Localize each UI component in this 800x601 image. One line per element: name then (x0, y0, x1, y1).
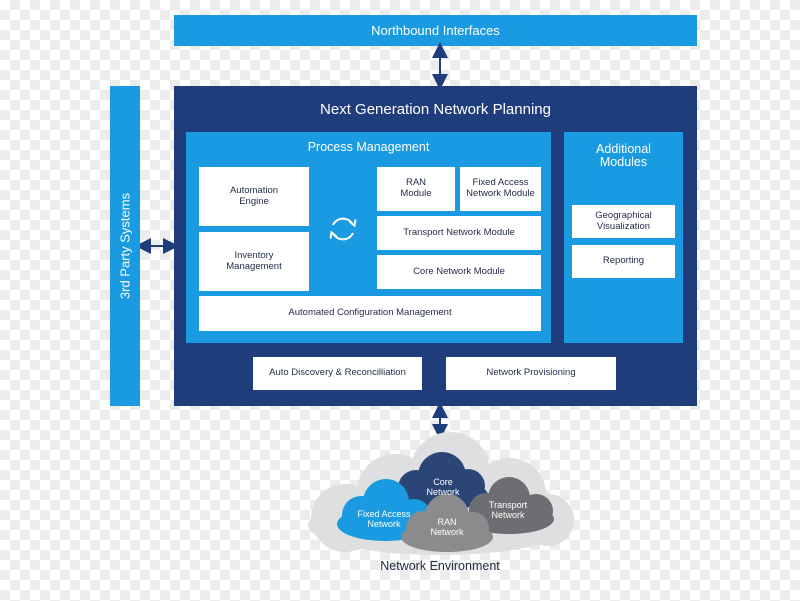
transport-module-label: Transport Network Module (403, 226, 515, 238)
auto-discovery-box: Auto Discovery & Reconcilliation (253, 357, 422, 390)
transport-network-label: Transport Network (488, 499, 528, 520)
reporting-box: Reporting (572, 245, 675, 278)
ngnp-title: Next Generation Network Planning (320, 100, 551, 118)
automation-engine-label: Automation Engine (229, 184, 279, 207)
ran-network-cloud-shape (401, 494, 493, 552)
ran-module-box: RAN Module (377, 167, 455, 211)
transport-module-box: Transport Network Module (377, 216, 541, 250)
fixed-access-module-box: Fixed Access Network Module (460, 167, 541, 211)
process-management-title: Process Management (307, 140, 430, 154)
automated-config-box: Automated Configuration Management (199, 296, 541, 331)
core-module-label: Core Network Module (413, 265, 505, 277)
reporting-label: Reporting (602, 255, 645, 267)
automated-config-label: Automated Configuration Management (288, 307, 452, 319)
network-environment-cloud (308, 432, 574, 555)
ran-module-label: RAN Module (400, 177, 432, 199)
ran-network-label: RAN Network (430, 516, 464, 537)
third-party-systems-box: 3rd Party Systems (110, 86, 140, 406)
inventory-management-label: Inventory Management (226, 249, 282, 272)
additional-modules-label: Additional Modules (596, 141, 651, 169)
transport-network-cloud-shape (464, 477, 554, 534)
fixed-access-network-label: Fixed Access Network (357, 508, 411, 529)
geo-visualization-box: Geographical Visualization (572, 205, 675, 238)
auto-discovery-label: Auto Discovery & Reconcilliation (269, 367, 406, 379)
northbound-interfaces-box: Northbound Interfaces (174, 15, 697, 46)
network-environment-label: Network Environment (380, 559, 500, 573)
network-provisioning-label: Network Provisioning (486, 367, 576, 379)
additional-modules-title: Additional Modules (564, 141, 683, 171)
core-network-label: Core Network (426, 476, 460, 497)
automation-engine-box: Automation Engine (199, 167, 309, 226)
fixed-access-module-label: Fixed Access Network Module (466, 177, 535, 199)
network-provisioning-box: Network Provisioning (446, 357, 616, 390)
third-party-systems-label: 3rd Party Systems (117, 192, 133, 300)
cycle-icon (329, 217, 357, 241)
northbound-interfaces-label: Northbound Interfaces (371, 23, 500, 38)
inventory-management-box: Inventory Management (199, 232, 309, 291)
geo-visualization-label: Geographical Visualization (595, 209, 652, 232)
core-module-box: Core Network Module (377, 255, 541, 289)
